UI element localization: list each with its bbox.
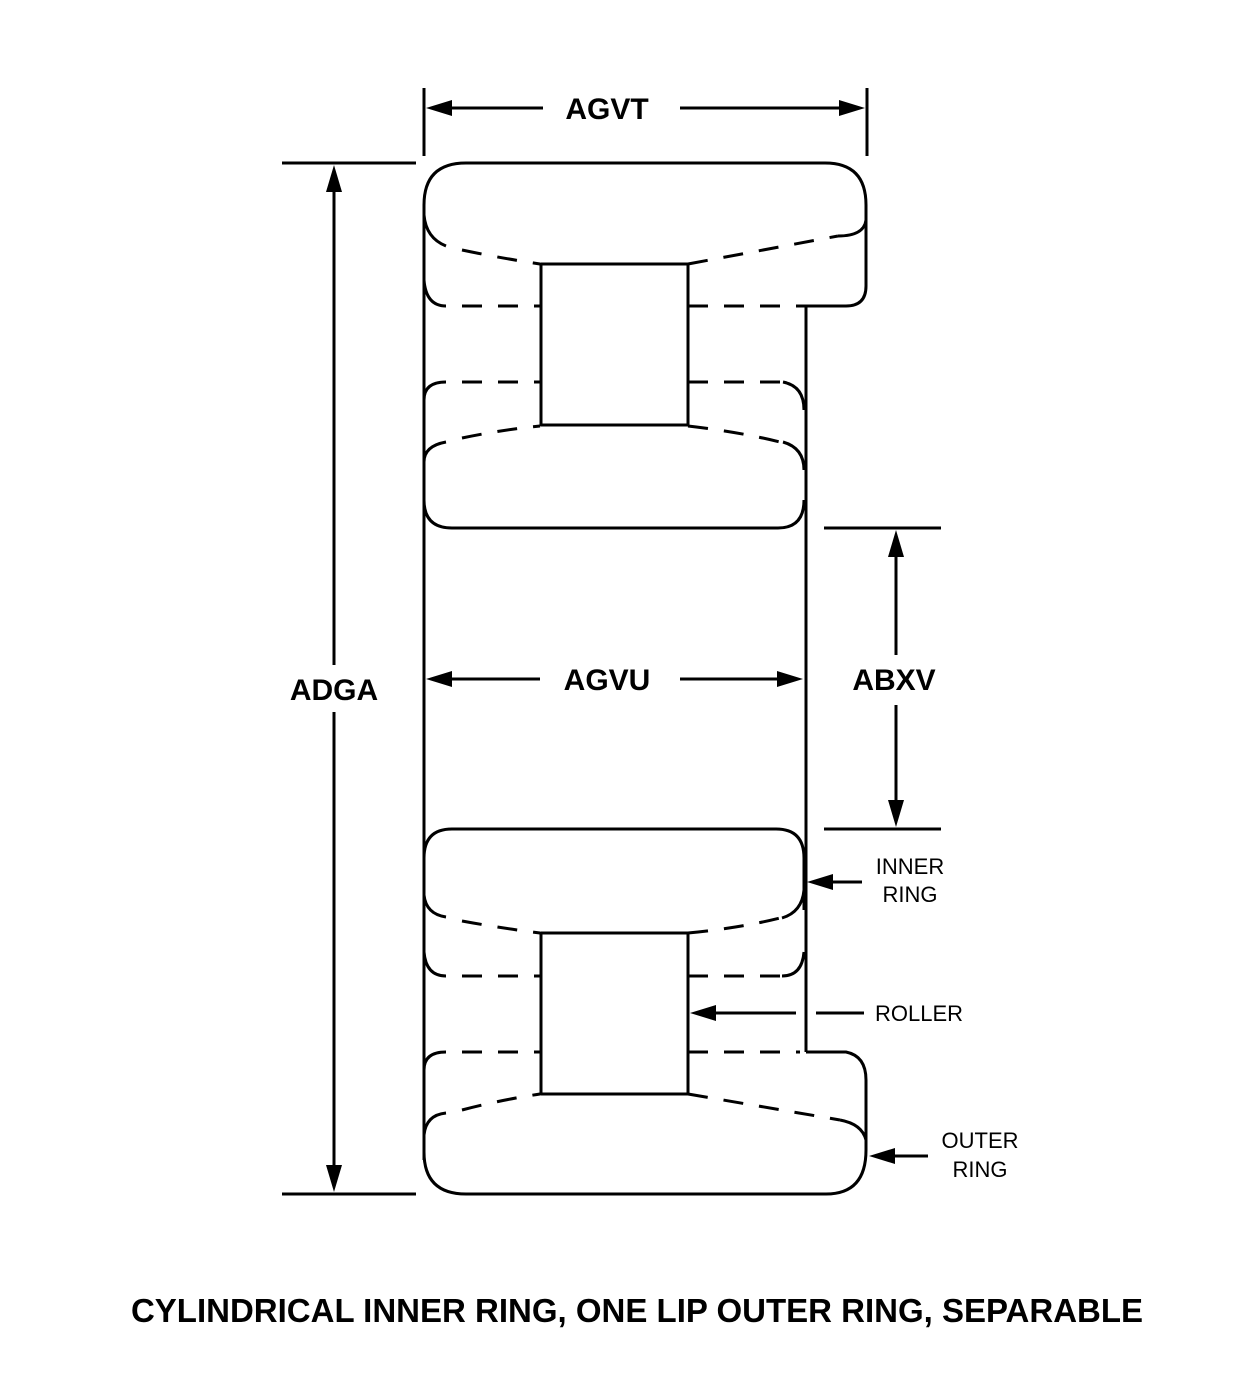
outer-ring-label-line1: OUTER: [942, 1128, 1019, 1153]
diagram-caption: CYLINDRICAL INNER RING, ONE LIP OUTER RI…: [131, 1292, 1143, 1329]
roller-top: [539, 262, 690, 427]
label-abxv: ABXV: [852, 664, 935, 697]
label-adga: ADGA: [290, 674, 378, 707]
dimension-agvt: AGVT: [422, 88, 869, 156]
inner-ring-label-line1: INNER: [876, 854, 944, 879]
outer-ring-label-line2: RING: [953, 1157, 1008, 1182]
dimension-agvu: AGVU: [426, 664, 803, 697]
callout-roller: ROLLER: [690, 1001, 963, 1026]
inner-ring-top: [422, 280, 806, 1160]
roller-bottom: [539, 931, 690, 1096]
label-agvu: AGVU: [564, 664, 651, 697]
label-agvt: AGVT: [565, 93, 648, 126]
outer-ring-top: [422, 161, 868, 1052]
dimension-abxv: ABXV: [824, 526, 941, 831]
callout-inner-ring: INNER RING: [807, 854, 944, 907]
roller-label: ROLLER: [875, 1001, 963, 1026]
inner-ring-label-line2: RING: [883, 882, 938, 907]
dimension-adga: ADGA: [282, 161, 416, 1196]
callout-outer-ring: OUTER RING: [869, 1128, 1019, 1182]
outer-ring-bottom: [422, 1050, 868, 1196]
inner-ring-bottom: [422, 827, 806, 978]
